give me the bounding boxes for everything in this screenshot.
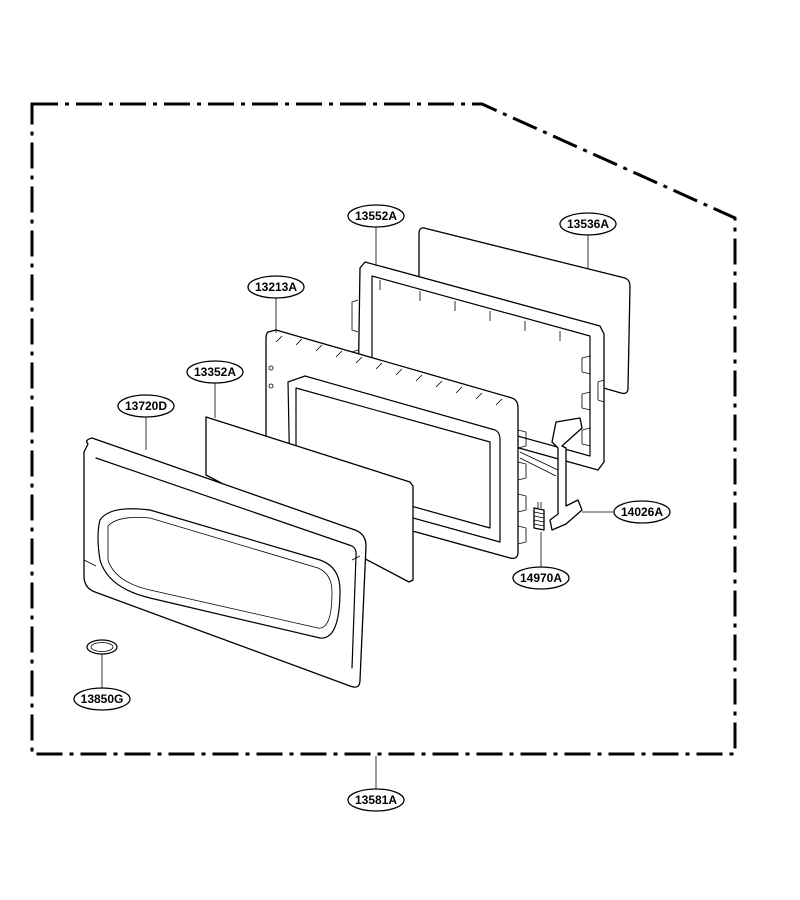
part-label-13352A: 13352A xyxy=(186,360,244,384)
svg-text:13213A: 13213A xyxy=(255,280,297,294)
leader-lines xyxy=(101,227,614,790)
svg-text:13850G: 13850G xyxy=(81,692,124,706)
part-label-13536A: 13536A xyxy=(559,212,617,236)
svg-text:14970A: 14970A xyxy=(520,571,562,585)
svg-text:13352A: 13352A xyxy=(194,365,236,379)
part-label-13213A: 13213A xyxy=(247,275,305,299)
latch-lever-part xyxy=(519,417,583,531)
part-label-14970A: 14970A xyxy=(512,566,570,590)
assembly-label-13581A: 13581A xyxy=(347,788,405,812)
svg-text:13581A: 13581A xyxy=(355,793,397,807)
switch-part xyxy=(533,502,545,531)
svg-text:14026A: 14026A xyxy=(621,505,663,519)
svg-text:13552A: 13552A xyxy=(355,209,397,223)
svg-text:13536A: 13536A xyxy=(567,217,609,231)
badge-part xyxy=(86,639,118,655)
door-panel-part xyxy=(83,437,367,688)
part-label-13850G: 13850G xyxy=(73,687,131,711)
svg-text:13720D: 13720D xyxy=(125,399,167,413)
part-label-13720D: 13720D xyxy=(117,394,175,418)
assembly-boundary xyxy=(30,102,737,756)
part-label-14026A: 14026A xyxy=(613,500,671,524)
part-label-13552A: 13552A xyxy=(347,204,405,228)
